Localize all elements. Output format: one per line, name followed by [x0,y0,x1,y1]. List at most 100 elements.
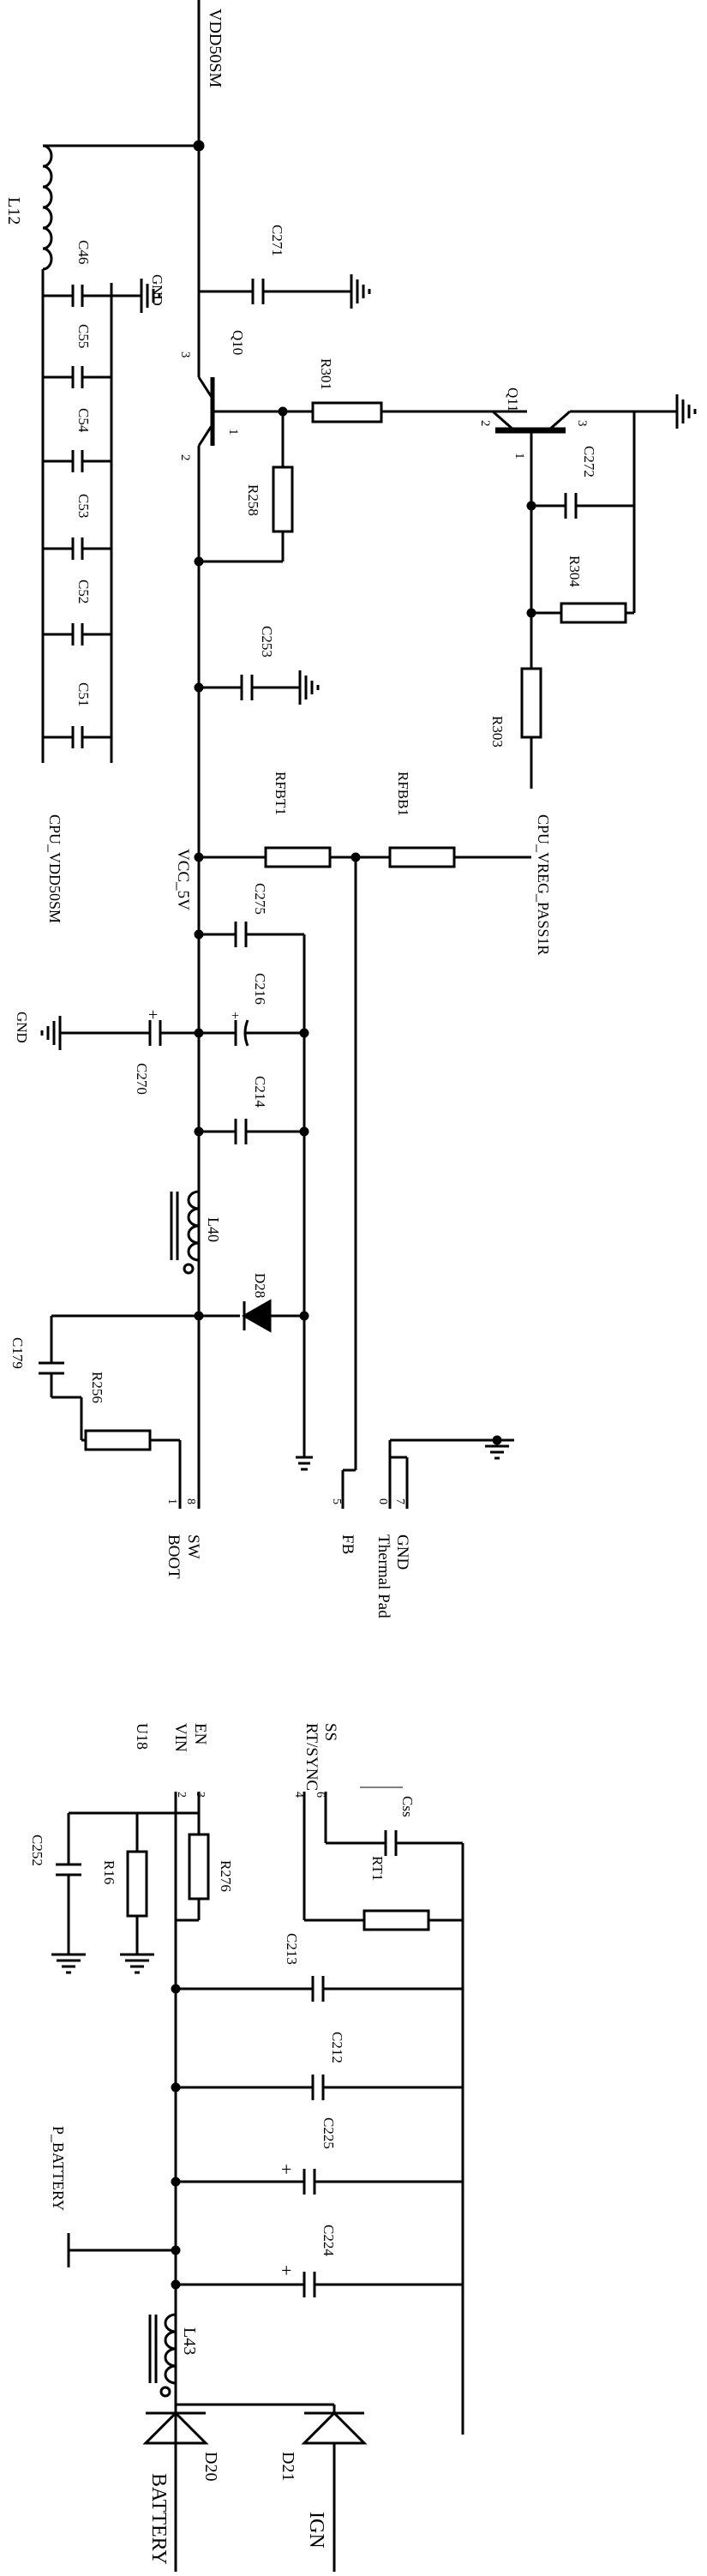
r258-resistor: R258 [194,406,294,567]
svg-text:6: 6 [314,1792,327,1798]
svg-text:BOOT: BOOT [165,1534,183,1579]
svg-text:C271: C271 [269,225,285,256]
svg-text:SW: SW [184,1534,202,1559]
svg-text:RT/SYNC: RT/SYNC [303,1723,321,1791]
cpu-vreg-label: CPU_VREG_PASS1R [535,814,552,955]
p-battery-net: P_BATTERY [50,2126,181,2267]
c55-capacitor: C55 [43,324,111,388]
svg-text:D21: D21 [279,2452,297,2481]
svg-text:5: 5 [330,1498,343,1504]
ign-label: IGN [305,2512,327,2549]
svg-text:P_BATTERY: P_BATTERY [50,2126,67,2211]
c224-capacitor: + C224 [171,2225,463,2297]
svg-text:VIN: VIN [171,1723,189,1752]
svg-text:R301: R301 [318,358,334,390]
svg-text:C179: C179 [9,1337,26,1369]
q10-transistor: Q10 3 2 1 [178,330,283,461]
c179-capacitor: C179 [9,1314,199,1397]
c225-capacitor: + C225 [171,2117,463,2195]
svg-text:CPU_VREG_PASS1R: CPU_VREG_PASS1R [535,814,552,955]
c46-capacitor: C46 [43,240,111,307]
svg-text:IGN: IGN [305,2512,327,2549]
svg-text:RT1: RT1 [369,1856,386,1881]
svg-text:C216: C216 [252,973,268,1005]
c54-capacitor: C54 [43,408,111,472]
r256-resistor: R256 [51,1372,182,1492]
c213-capacitor: C213 [171,1933,463,2002]
svg-text:Css: Css [399,1796,416,1817]
r301-resistor: R301 [283,358,493,423]
svg-text:GND: GND [393,1534,411,1570]
svg-text:3: 3 [575,420,589,427]
rfbb1-resistor: RFBB1 [351,772,531,1470]
svg-text:L12: L12 [4,197,23,225]
svg-text:C214: C214 [252,1076,268,1108]
r276-resistor: R276 [176,1826,234,1922]
u18-top-labels: BOOT SW FB Thermal Pad GND [165,1534,411,1618]
c51-capacitor: C51 [43,682,111,748]
svg-text:R276: R276 [218,1860,234,1892]
r16-resistor: R16 [101,1813,156,1974]
r303-resistor: R303 [489,613,542,789]
svg-text:C253: C253 [259,626,275,658]
svg-text:R258: R258 [245,484,261,516]
out-gnd-symbol [296,1456,313,1471]
l40-inductor: L40 [170,1190,222,1275]
svg-text:C54: C54 [75,408,92,433]
svg-text:+: + [281,2260,291,2281]
cpu-vdd50sm-label: CPU_VDD50SM [46,814,63,923]
svg-text:FB: FB [339,1534,356,1554]
svg-text:1: 1 [226,429,240,435]
svg-text:SS: SS [321,1723,339,1741]
svg-text:RFBB1: RFBB1 [395,772,411,816]
svg-text:C252: C252 [29,1834,45,1866]
svg-text:VCC_5V: VCC_5V [174,849,192,910]
svg-text:C51: C51 [75,682,92,706]
css-capacitor: Css [324,1786,463,1856]
svg-text:3: 3 [178,351,192,358]
svg-text:7: 7 [393,1498,406,1504]
r304-resistor: R304 [526,506,634,624]
vcc-5v-label: VCC_5V [174,849,192,910]
c53-capacitor: C53 [43,494,111,560]
svg-text:VDD50SM: VDD50SM [206,9,225,87]
svg-text:2: 2 [178,454,192,461]
c275-capacitor: C275 [194,883,304,947]
c252-capacitor: C252 [29,1813,87,1974]
svg-text:EN: EN [191,1723,209,1745]
svg-text:CPU_VDD50SM: CPU_VDD50SM [46,814,63,923]
svg-text:C213: C213 [284,1933,300,1965]
c52-capacitor: C52 [43,579,111,646]
svg-text:2: 2 [478,420,492,427]
u18-top-pins: 1 8 5 0 7 [165,1435,516,1509]
svg-text:C270: C270 [134,1063,150,1095]
svg-text:1: 1 [165,1498,178,1504]
svg-text:R304: R304 [566,555,583,587]
svg-text:L43: L43 [180,2327,199,2355]
q11-gnd [634,393,697,430]
svg-text:+: + [148,1006,158,1024]
cpu-cap-bank: C46 C55 C54 C53 C52 C51 [43,240,113,763]
c253-capacitor: C253 [194,626,320,706]
svg-text:2: 2 [175,1792,188,1798]
gnd-cap-bank: GND [111,274,165,315]
svg-text:R16: R16 [101,1860,117,1884]
svg-text:C46: C46 [75,240,92,264]
svg-text:U18: U18 [134,1723,151,1750]
c270-capacitor: + C270 GND [14,1006,199,1095]
c272-capacitor: C272 [526,411,636,613]
c216-capacitor: + C216 [194,973,309,1047]
vin-rail [69,1792,464,2486]
svg-text:C212: C212 [329,2032,345,2063]
svg-text:+: + [231,1009,239,1024]
svg-text:Thermal Pad: Thermal Pad [374,1534,392,1618]
rt1-resistor: RT1 [303,1792,463,1931]
svg-text:BATTERY: BATTERY [147,2473,170,2565]
svg-text:GND: GND [149,274,165,306]
svg-text:Q11: Q11 [505,387,521,412]
rfbt1-resistor: RFBT1 [194,772,390,868]
svg-text:R256: R256 [89,1372,105,1403]
svg-text:C272: C272 [581,446,597,477]
